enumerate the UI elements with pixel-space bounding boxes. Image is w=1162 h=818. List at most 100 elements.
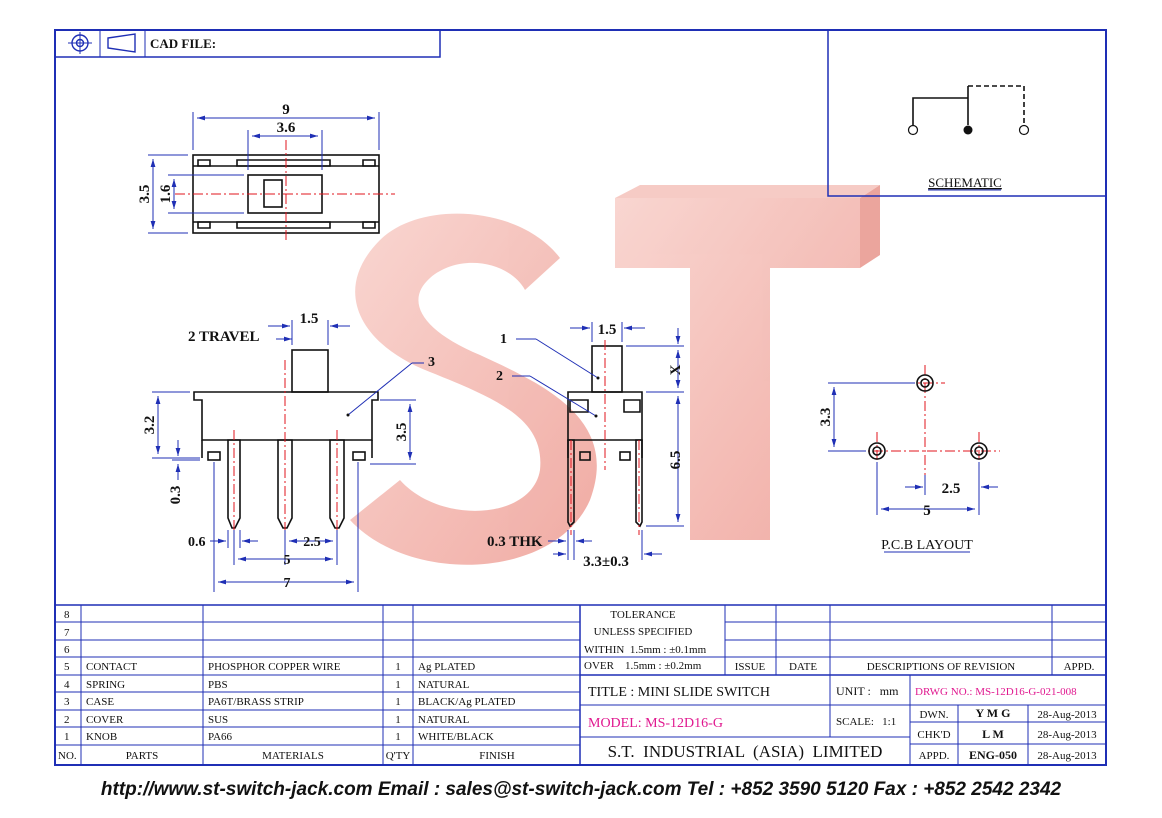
dim-front-knob: 1.5	[598, 322, 617, 338]
svg-text:SPRING: SPRING	[86, 679, 125, 691]
svg-text:1: 1	[395, 714, 401, 726]
dim-top-h1: 3.5	[137, 185, 153, 204]
bom-row-4: 4 SPRING PBS 1 NATURAL	[64, 679, 470, 691]
dim-side-gap: 0.3	[168, 486, 184, 505]
svg-text:PHOSPHOR COPPER WIRE: PHOSPHOR COPPER WIRE	[208, 661, 341, 673]
title-block: TITLE : MINI SLIDE SWITCH UNIT : mm DRWG…	[588, 684, 1097, 762]
tolerance-block: TOLERANCE UNLESS SPECIFIED WITHIN 1.5mm …	[584, 609, 707, 672]
scale-label: SCALE: 1:1	[836, 716, 896, 728]
revision-header: ISSUE DATE DESCRIPTIONS OF REVISION APPD…	[735, 661, 1095, 673]
svg-text:Q'TY: Q'TY	[386, 750, 411, 762]
dim-top-slot: 3.6	[277, 120, 296, 136]
dim-side-span: 5	[284, 553, 291, 568]
svg-text:PBS: PBS	[208, 679, 228, 691]
cad-file-label: CAD FILE:	[150, 36, 216, 51]
svg-text:1: 1	[395, 731, 401, 743]
svg-text:28-Aug-2013: 28-Aug-2013	[1037, 750, 1097, 762]
svg-text:PARTS: PARTS	[126, 750, 159, 762]
bom-row-1: 1 KNOB PA66 1 WHITE/BLACK	[64, 731, 494, 743]
svg-text:KNOB: KNOB	[86, 731, 117, 743]
dim-side-total: 7	[284, 576, 291, 591]
bom-row-7: 7	[64, 627, 70, 639]
svg-text:1: 1	[395, 661, 401, 673]
cad-header: CAD FILE:	[54, 29, 441, 58]
dim-front-x: X	[668, 364, 684, 375]
schematic-label: SCHEMATIC	[928, 175, 1002, 190]
bom-row-6: 6	[64, 644, 70, 656]
bom-table: 8 7 6 5 CONTACT PHOSPHOR COPPER WIRE 1 A…	[58, 609, 516, 762]
svg-text:WITHIN 1.5mm : ±0.1mm: WITHIN 1.5mm : ±0.1mm	[584, 644, 707, 656]
svg-text:MATERIALS: MATERIALS	[262, 750, 324, 762]
checked-by: L M	[982, 727, 1004, 741]
svg-text:8: 8	[64, 609, 70, 621]
svg-text:NO.: NO.	[58, 750, 77, 762]
svg-text:PA6T/BRASS STRIP: PA6T/BRASS STRIP	[208, 696, 304, 708]
svg-text:ISSUE: ISSUE	[735, 661, 766, 673]
side-view: 1.5 2 TRAVEL 3 3.2 3.5 0.3 0.6 2.5	[142, 311, 435, 592]
svg-text:1: 1	[395, 696, 401, 708]
dim-front-thk: 0.3 THK	[487, 534, 543, 550]
svg-text:UNLESS SPECIFIED: UNLESS SPECIFIED	[594, 626, 693, 638]
svg-text:CASE: CASE	[86, 696, 114, 708]
svg-text:WHITE/BLACK: WHITE/BLACK	[418, 731, 494, 743]
dim-front-height: 6.5	[668, 451, 684, 470]
bom-row-3: 3 CASE PA6T/BRASS STRIP 1 BLACK/Ag PLATE…	[64, 696, 516, 708]
dim-side-pitch: 2.5	[303, 535, 321, 550]
title-table-grid	[55, 604, 1106, 765]
approved-by: ENG-050	[969, 748, 1017, 762]
svg-text:APPD.: APPD.	[919, 750, 950, 762]
dim-travel: 2 TRAVEL	[188, 329, 260, 345]
svg-text:DESCRIPTIONS OF REVISION: DESCRIPTIONS OF REVISION	[867, 661, 1016, 673]
svg-text:OVER 1.5mm : ±0.2mm: OVER 1.5mm : ±0.2mm	[584, 660, 702, 672]
front-view: 1 2 1.5 X 6.5 0.3 THK 3.3±0.3	[487, 322, 684, 570]
svg-text:FINISH: FINISH	[479, 750, 515, 762]
dim-side-knob: 1.5	[300, 311, 319, 327]
svg-text:6: 6	[64, 644, 70, 656]
model-label: MODEL: MS-12D16-G	[588, 716, 723, 731]
callout-1: 1	[500, 332, 507, 347]
svg-text:COVER: COVER	[86, 714, 124, 726]
dim-pcb-span: 5	[923, 503, 931, 519]
dim-pcb-pitch: 2.5	[942, 481, 961, 497]
svg-text:SUS: SUS	[208, 714, 228, 726]
svg-text:5: 5	[64, 661, 70, 673]
drawing-number: DRWG NO.: MS-12D16-G-021-008	[915, 686, 1077, 698]
svg-text:28-Aug-2013: 28-Aug-2013	[1037, 709, 1097, 721]
svg-text:CHK'D: CHK'D	[917, 729, 950, 741]
svg-text:3: 3	[64, 696, 70, 708]
contact-footer: http://www.st-switch-jack.com Email : sa…	[100, 779, 1062, 800]
svg-text:2: 2	[64, 714, 70, 726]
pcb-layout-label: P.C.B LAYOUT	[881, 538, 973, 553]
svg-text:7: 7	[64, 627, 70, 639]
drawing-title: TITLE : MINI SLIDE SWITCH	[588, 685, 770, 700]
callout-2: 2	[496, 369, 503, 384]
svg-text:DATE: DATE	[789, 661, 817, 673]
st-watermark	[350, 185, 880, 565]
dim-top-h2: 1.6	[158, 184, 174, 203]
dim-side-body: 3.5	[394, 423, 410, 442]
dim-front-span: 3.3±0.3	[583, 554, 629, 570]
svg-text:NATURAL: NATURAL	[418, 714, 470, 726]
bom-row-8: 8	[64, 609, 70, 621]
svg-text:28-Aug-2013: 28-Aug-2013	[1037, 729, 1097, 741]
svg-text:4: 4	[64, 679, 70, 691]
svg-text:PA66: PA66	[208, 731, 233, 743]
dim-side-height: 3.2	[142, 416, 158, 435]
schematic-panel: SCHEMATIC	[827, 29, 1107, 197]
projection-cone-icon	[107, 33, 136, 53]
svg-text:Ag PLATED: Ag PLATED	[418, 661, 475, 673]
svg-text:1: 1	[395, 679, 401, 691]
company-name: S.T. INDUSTRIAL (ASIA) LIMITED	[608, 742, 883, 761]
pcb-layout: 3.3 2.5 5 P.C.B LAYOUT	[818, 365, 1000, 553]
svg-text:APPD.: APPD.	[1064, 661, 1095, 673]
dim-top-width: 9	[282, 102, 290, 118]
svg-text:TOLERANCE: TOLERANCE	[610, 609, 675, 621]
svg-text:NATURAL: NATURAL	[418, 679, 470, 691]
bom-header: NO. PARTS MATERIALS Q'TY FINISH	[58, 750, 515, 762]
svg-text:CONTACT: CONTACT	[86, 661, 137, 673]
svg-text:BLACK/Ag PLATED: BLACK/Ag PLATED	[418, 696, 516, 708]
dim-pcb-height: 3.3	[818, 408, 834, 427]
unit-label: UNIT : mm	[836, 684, 899, 698]
svg-text:DWN.: DWN.	[919, 709, 948, 721]
